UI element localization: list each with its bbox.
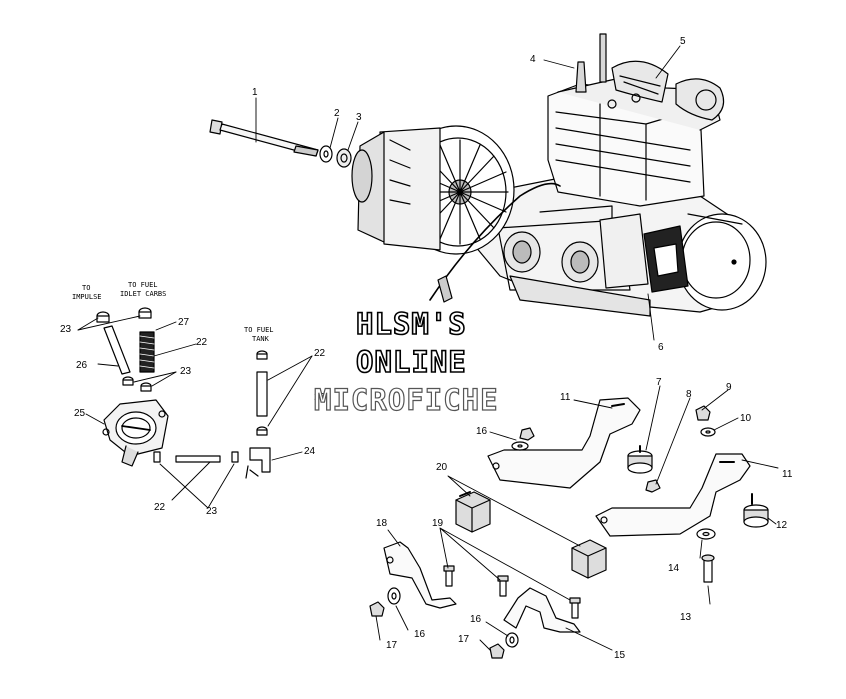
clutch-bolt [209,119,319,157]
callout-labels: 1 2 3 4 5 6 7 8 9 10 11 11 12 13 14 15 1… [60,36,793,661]
callout-11-upper: 11 [560,392,571,403]
lower-mount-parts [369,491,607,659]
washer-icon [319,145,333,163]
callout-26: 26 [76,360,88,371]
callout-17-left: 17 [386,640,398,651]
callout-9: 9 [726,382,732,393]
note-to-fuel-idlet-line1: TO FUEL [128,281,158,289]
watermark-line-3: MICROFICHE [313,383,499,417]
callout-15: 15 [614,650,626,661]
engine-mount-brackets [487,397,769,583]
callout-23-mid: 23 [180,366,192,377]
watermark-line-2: ONLINE [355,345,467,379]
callout-1: 1 [252,87,258,98]
callout-25: 25 [74,408,86,419]
fuel-pump-assembly [96,307,271,479]
callout-8: 8 [686,389,692,400]
watermark-line-1: HLSM'S [355,307,467,341]
callout-16-upper: 16 [476,426,488,437]
note-to-impulse-line1: TO [82,284,90,292]
callout-13: 13 [680,612,692,623]
callout-16-left: 16 [414,629,426,640]
callout-5: 5 [680,36,686,47]
spacer-icon [336,148,352,168]
callout-14: 14 [668,563,680,574]
callout-10: 10 [740,413,752,424]
callout-7: 7 [656,377,662,388]
callout-11-lower: 11 [782,469,793,480]
callout-20: 20 [436,462,448,473]
leader-lines [77,45,779,651]
callout-22-tank: 22 [314,348,326,359]
callout-16-right: 16 [470,614,482,625]
callout-2: 2 [334,108,340,119]
throttle-cable [429,182,561,303]
callout-19: 19 [432,518,444,529]
note-to-fuel-tank-line2: TANK [252,335,270,343]
callout-24: 24 [304,446,316,457]
callout-22-tank-lower: 22 [314,392,326,403]
callout-18: 18 [376,518,388,529]
note-to-fuel-tank-line1: TO FUEL [244,326,274,334]
callout-23-bottom: 23 [206,506,218,517]
callout-22-bottom: 22 [154,502,166,513]
callout-22-hose-top: 22 [196,337,208,348]
callout-6: 6 [658,342,664,353]
note-to-impulse-line2: IMPULSE [72,293,102,301]
callout-12: 12 [776,520,788,531]
callout-27: 27 [178,317,190,328]
note-to-fuel-idlet-line2: IDLET CARBS [120,290,166,298]
callout-4: 4 [530,54,536,65]
callout-17-right: 17 [458,634,470,645]
callout-3: 3 [356,112,362,123]
engine-assembly [469,33,767,317]
drive-clutch [351,125,515,255]
callout-23-top: 23 [60,324,72,335]
